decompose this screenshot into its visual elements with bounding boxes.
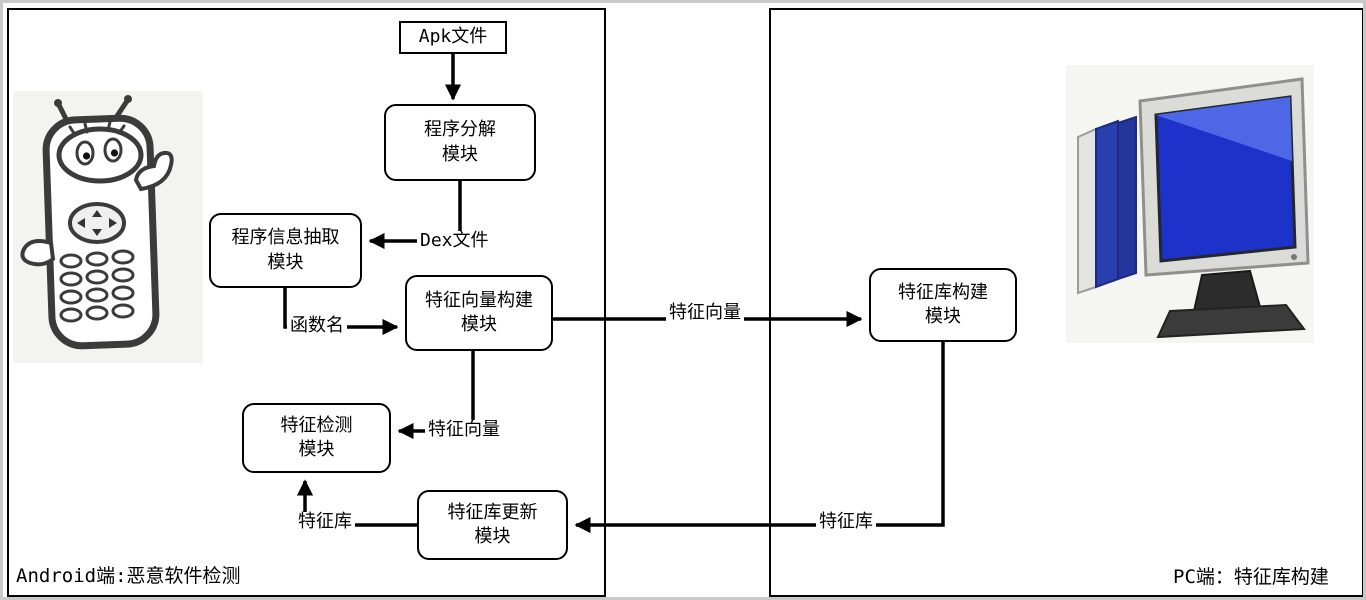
- node-program-decompose-module: 程序分解 模块: [384, 104, 536, 181]
- pc-panel: [769, 8, 1363, 597]
- node-program-info-extract-module: 程序信息抽取 模块: [209, 213, 362, 288]
- pc-panel-caption: PC端：特征库构建: [1173, 566, 1329, 588]
- node-feature-library-update-module: 特征库更新 模块: [417, 490, 568, 560]
- edge-label-feature-vector-down: 特征向量: [425, 420, 503, 440]
- edge-label-feature-vector-to-pc: 特征向量: [666, 303, 744, 323]
- edge-label-dex-file: Dex文件: [417, 231, 492, 251]
- android-panel-caption: Android端:恶意软件检测: [16, 565, 241, 587]
- node-feature-vector-build-module: 特征向量构建 模块: [405, 275, 553, 351]
- node-apk-file: Apk文件: [399, 21, 507, 54]
- desktop-computer-illustration: [1066, 65, 1314, 343]
- android-panel: [7, 8, 606, 597]
- node-feature-library-build-module: 特征库构建 模块: [869, 268, 1017, 342]
- mobile-phone-illustration: [13, 91, 203, 363]
- node-feature-detect-module: 特征检测 模块: [242, 403, 391, 473]
- edge-label-function-name: 函数名: [287, 316, 347, 336]
- edge-label-feature-library-up: 特征库: [295, 512, 355, 532]
- edge-label-feature-library-from-pc: 特征库: [816, 512, 876, 532]
